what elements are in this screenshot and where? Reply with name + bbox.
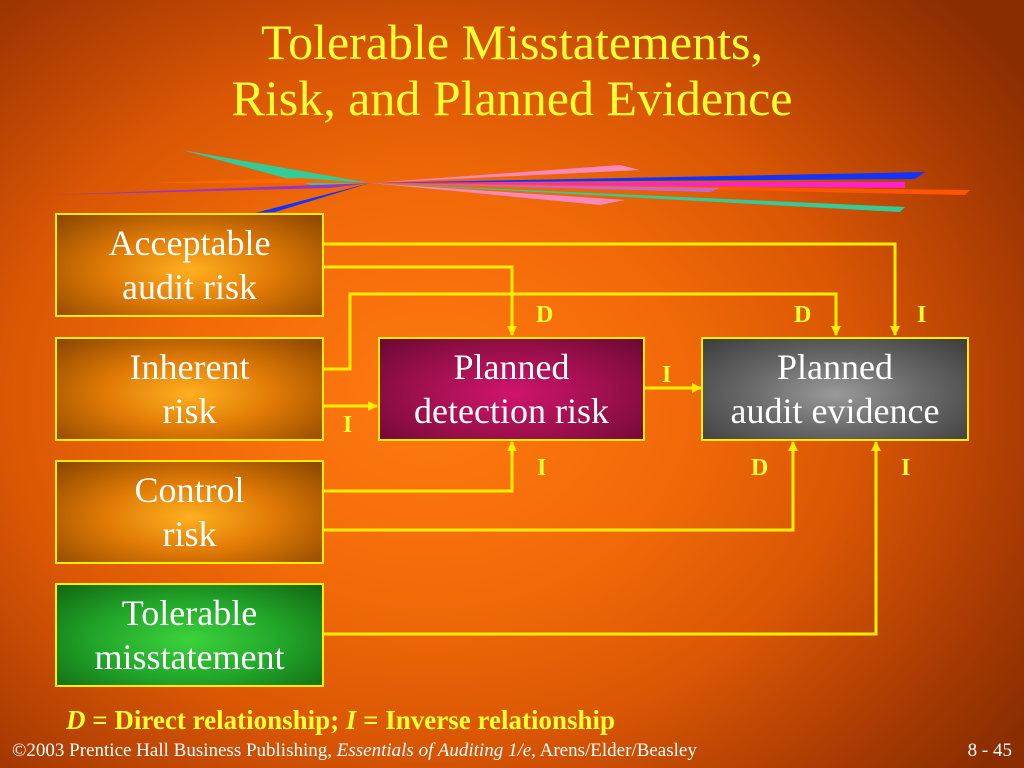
relationship-label-inherent-to-pdr: I bbox=[343, 412, 353, 438]
relationship-label-aar-to-pdr: D bbox=[536, 302, 554, 328]
footer-authors: Arens/Elder/Beasley bbox=[535, 740, 697, 761]
connector-control-to-pae bbox=[324, 441, 798, 532]
footer: ©2003 Prentice Hall Business Publishing,… bbox=[12, 740, 1012, 762]
legend-inverse-text: = Inverse relationship bbox=[356, 705, 616, 735]
connector-aar-to-pdr bbox=[324, 265, 517, 336]
planned-audit-evidence-box: Planned audit evidence bbox=[701, 337, 969, 441]
connector-inherent-to-pae bbox=[324, 292, 841, 371]
relationship-label-pdr-to-pae: I bbox=[662, 362, 672, 388]
planned-detection-risk-box: Planned detection risk bbox=[378, 337, 645, 441]
box-label: risk bbox=[162, 391, 217, 431]
relationship-label-control-to-pdr: I bbox=[537, 455, 547, 481]
acceptable-audit-risk-box: Acceptable audit risk bbox=[55, 213, 324, 317]
title-line-1: Tolerable Misstatements, bbox=[261, 14, 763, 70]
box-label: audit evidence bbox=[730, 391, 940, 431]
footer-copyright: ©2003 Prentice Hall Business Publishing, bbox=[12, 740, 337, 761]
box-label: Acceptable bbox=[108, 223, 271, 263]
box-label: risk bbox=[162, 514, 217, 554]
box-label: Control bbox=[134, 470, 245, 510]
legend-inverse-symbol: I bbox=[345, 705, 357, 735]
box-label: Inherent bbox=[129, 347, 250, 387]
connectors bbox=[324, 242, 900, 636]
box-label: detection risk bbox=[414, 391, 609, 431]
box-label: misstatement bbox=[94, 637, 285, 677]
tolerable-misstatement-box: Tolerable misstatement bbox=[55, 583, 324, 687]
slide-title: Tolerable Misstatements, Risk, and Plann… bbox=[0, 14, 1024, 126]
inherent-risk-box: Inherent risk bbox=[55, 337, 324, 441]
connector-tolerable-to-pae bbox=[324, 441, 881, 636]
box-label: audit risk bbox=[122, 267, 257, 307]
box-label: Tolerable bbox=[121, 593, 258, 633]
relationship-label-aar-to-pae: I bbox=[917, 302, 927, 328]
relationship-label-tolerable-to-pae: I bbox=[901, 455, 911, 481]
slide-number: 8 - 45 bbox=[967, 740, 1012, 761]
relationship-label-control-to-pae: D bbox=[751, 455, 769, 481]
box-label: Planned bbox=[777, 347, 893, 387]
connector-aar-to-pae bbox=[324, 242, 900, 336]
legend-direct-text: = Direct relationship; bbox=[85, 705, 346, 735]
title-line-2: Risk, and Planned Evidence bbox=[231, 70, 793, 126]
box-label: Planned bbox=[453, 347, 570, 387]
legend: D = Direct relationship; I = Inverse rel… bbox=[66, 705, 615, 736]
footer-book-title: Essentials of Auditing 1/e, bbox=[336, 740, 536, 761]
connector-control-to-pdr bbox=[324, 441, 517, 493]
relationship-label-inherent-to-pae: D bbox=[794, 302, 812, 328]
control-risk-box: Control risk bbox=[55, 460, 324, 564]
legend-direct-symbol: D bbox=[66, 705, 86, 735]
decorative-streaks bbox=[52, 150, 970, 213]
